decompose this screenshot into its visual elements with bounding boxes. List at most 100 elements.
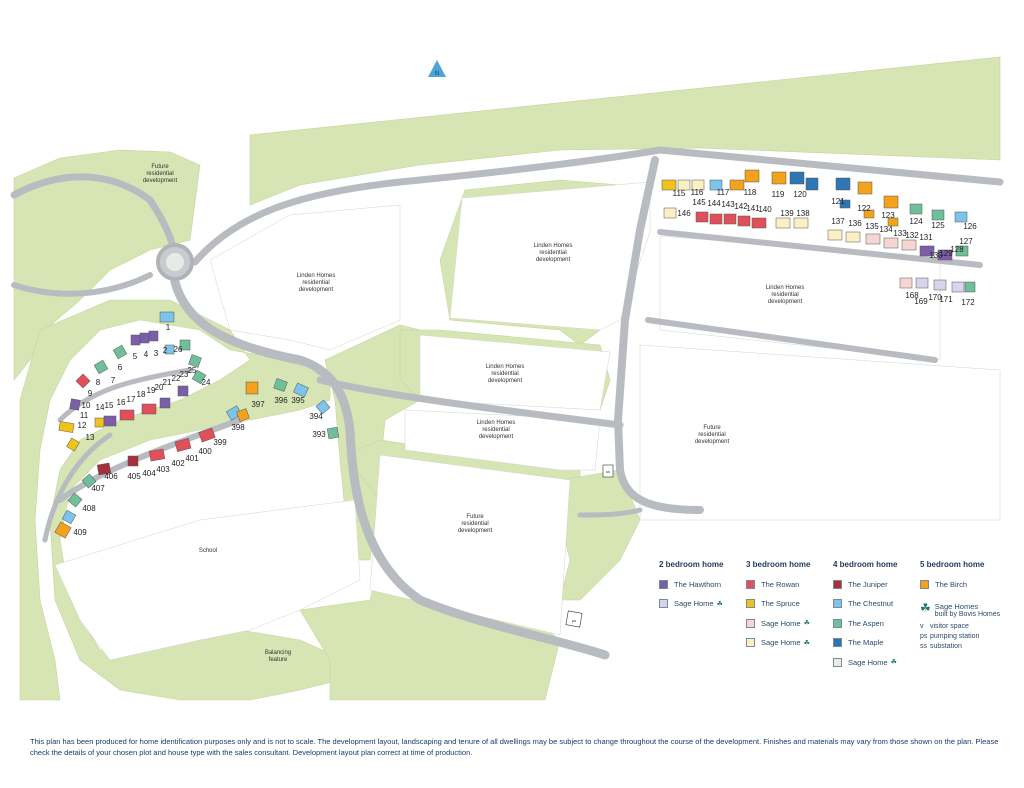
- plot-number: 124: [909, 217, 923, 226]
- house-plot: [887, 217, 899, 227]
- house-plot: [899, 277, 913, 289]
- svg-text:N: N: [435, 71, 439, 77]
- house-plot: [67, 492, 83, 508]
- house-plot: [58, 421, 75, 433]
- plot-number: 115: [673, 189, 686, 198]
- house-plot: [315, 399, 331, 415]
- plot-number: 409: [73, 528, 87, 537]
- house-plot: [139, 332, 150, 344]
- house-plot: [663, 207, 677, 219]
- legend-2-bedroom: 2 bedroom home The Hawthorn Sage Home☘: [659, 560, 723, 617]
- plot-number: 8: [96, 378, 101, 387]
- legend-item-rowan: The Rowan: [746, 578, 810, 590]
- house-plot: [827, 229, 843, 241]
- house-plot: [198, 427, 216, 443]
- sage-brand: ☘ Sage Homes built by Bovis Homes: [920, 601, 1001, 618]
- plot-number: 23: [180, 370, 189, 379]
- house-plot: [865, 233, 881, 245]
- house-plot: [148, 448, 166, 462]
- house-plot: [159, 311, 175, 323]
- legend-item-sage-4bed: Sage Home☘: [833, 656, 897, 668]
- legend-item-chestnut: The Chestnut: [833, 598, 897, 610]
- house-plot: [863, 209, 875, 219]
- plot-number: 15: [105, 401, 114, 410]
- house-plot: [93, 359, 109, 375]
- house-plot: [931, 209, 945, 221]
- plot-number: 132: [905, 231, 919, 240]
- house-plot: [775, 217, 791, 229]
- house-plot: [326, 426, 340, 440]
- house-plot: [691, 179, 705, 191]
- house-plot: [789, 171, 805, 185]
- plot-number: 168: [905, 291, 919, 300]
- plot-number: 26: [174, 345, 183, 354]
- house-plot: [164, 344, 175, 355]
- plot-number: 393: [312, 430, 326, 439]
- plot-number: 144: [707, 199, 721, 208]
- plot-number: 401: [185, 454, 199, 463]
- plot-number: 139: [780, 209, 794, 218]
- legend-3-bedroom: 3 bedroom home The Rowan The Spruce Sage…: [746, 560, 810, 656]
- plot-number: 172: [961, 298, 975, 307]
- house-plot: [835, 177, 851, 191]
- plot-number: 130: [929, 251, 943, 260]
- plot-number: 11: [80, 411, 89, 420]
- house-plot: [236, 408, 250, 422]
- house-plot: [191, 369, 207, 385]
- plot-number: 22: [172, 374, 181, 383]
- plot-number: 121: [831, 197, 845, 206]
- house-plot: [964, 281, 976, 293]
- sage-leaf-icon: ☘: [890, 659, 897, 666]
- plot-number: 171: [939, 295, 953, 304]
- house-plot: [148, 330, 159, 342]
- house-plot: [179, 339, 191, 351]
- house-plot: [919, 245, 935, 257]
- house-plot: [793, 217, 809, 229]
- plot-number: 119: [772, 190, 785, 199]
- house-plot: [955, 245, 969, 257]
- legend-item-sage-3bed-cream: Sage Home☘: [746, 637, 810, 649]
- plot-number: 146: [677, 209, 691, 218]
- plot-number: 135: [865, 222, 879, 231]
- house-plot: [119, 409, 135, 421]
- house-plot: [709, 213, 723, 225]
- house-plot: [883, 195, 899, 209]
- plot-number: 136: [848, 219, 862, 228]
- plot-number: 120: [793, 190, 807, 199]
- legend: 2 bedroom home The Hawthorn Sage Home☘ 3…: [656, 560, 1016, 670]
- plot-number: 122: [857, 204, 871, 213]
- plot-number: 9: [88, 389, 93, 398]
- plot-number: 406: [104, 472, 118, 481]
- house-plot: [695, 211, 709, 223]
- house-plot: [723, 213, 737, 225]
- plot-number: 117: [717, 188, 730, 197]
- legend-heading: 4 bedroom home: [833, 560, 898, 569]
- plot-number: 141: [746, 204, 760, 213]
- house-plot: [141, 403, 157, 415]
- plot-number: 10: [82, 401, 91, 410]
- house-plot: [81, 473, 97, 489]
- house-plot: [174, 438, 192, 452]
- house-plot: [94, 417, 105, 428]
- legend-item-maple: The Maple: [833, 637, 897, 649]
- house-plot: [159, 397, 171, 409]
- plot-number: 408: [82, 504, 96, 513]
- plot-number: 140: [758, 205, 772, 214]
- plot-number: 4: [144, 350, 149, 359]
- house-plot: [883, 237, 899, 249]
- legend-heading: 3 bedroom home: [746, 560, 811, 569]
- plot-number: 20: [155, 383, 164, 392]
- house-plot: [839, 199, 851, 209]
- plot-number: 21: [163, 378, 172, 387]
- plot-number: 14: [96, 403, 105, 412]
- plot-number: 137: [831, 217, 845, 226]
